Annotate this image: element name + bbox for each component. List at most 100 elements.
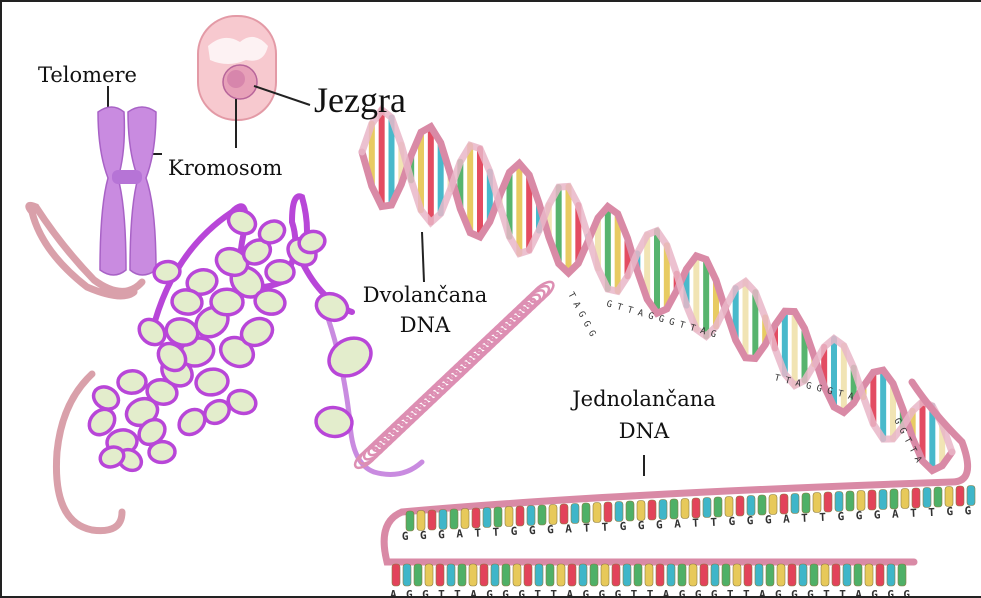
top-base — [450, 509, 458, 529]
bottom-base — [535, 564, 543, 586]
bottom-base — [645, 564, 653, 586]
top-base — [692, 498, 700, 518]
bottom-base — [403, 564, 411, 586]
top-base — [813, 493, 821, 513]
top-base — [758, 495, 766, 515]
top-base — [659, 500, 667, 520]
top-base — [439, 510, 447, 530]
top-base — [934, 487, 942, 507]
nucleosome — [152, 260, 181, 285]
top-base — [549, 505, 557, 525]
bottom-base — [623, 564, 631, 586]
bottom-base — [458, 564, 466, 586]
label-jednolancana-2: DNA — [534, 421, 754, 442]
top-base — [648, 500, 656, 520]
top-base — [890, 489, 898, 509]
bottom-base — [799, 564, 807, 586]
label-jednolancana-1: Jednolančana — [534, 389, 754, 410]
top-base — [505, 507, 513, 527]
label-kromosom: Kromosom — [168, 158, 282, 179]
label-dvolancana-2: DNA — [357, 315, 493, 336]
top-base — [560, 504, 568, 524]
bottom-base — [689, 564, 697, 586]
top-base — [857, 491, 865, 511]
top-base — [516, 506, 524, 526]
bottom-base — [590, 564, 598, 586]
top-base — [527, 506, 535, 526]
top-base — [824, 492, 832, 512]
bottom-base — [557, 564, 565, 586]
nucleosome — [266, 261, 294, 284]
top-base — [406, 511, 414, 531]
label-dvolancana-1: Dvolančana — [357, 285, 493, 306]
bottom-base — [755, 564, 763, 586]
bottom-base — [722, 564, 730, 586]
top-base — [945, 487, 953, 507]
top-base — [747, 496, 755, 516]
bottom-base — [480, 564, 488, 586]
top-base — [923, 488, 931, 508]
bottom-base — [392, 564, 400, 586]
top-base — [846, 491, 854, 511]
bottom-base — [788, 564, 796, 586]
bottom-base — [865, 564, 873, 586]
top-base — [802, 493, 810, 513]
bottom-base — [711, 564, 719, 586]
bottom-base — [876, 564, 884, 586]
bottom-base — [832, 564, 840, 586]
bottom-base — [601, 564, 609, 586]
top-base — [879, 490, 887, 510]
bottom-base — [634, 564, 642, 586]
bottom-base — [546, 564, 554, 586]
bottom-base — [612, 564, 620, 586]
label-telomere: Telomere — [38, 65, 137, 86]
nucleosome — [148, 441, 175, 464]
bottom-base — [436, 564, 444, 586]
bottom-base — [821, 564, 829, 586]
top-base — [428, 510, 436, 530]
bottom-base — [513, 564, 521, 586]
top-base — [791, 494, 799, 514]
bottom-base — [425, 564, 433, 586]
bottom-base — [667, 564, 675, 586]
nucleosome — [117, 370, 146, 394]
nucleosome — [322, 331, 378, 384]
top-base — [912, 488, 920, 508]
bottom-base — [843, 564, 851, 586]
nucleosome — [312, 289, 351, 325]
bottom-base — [854, 564, 862, 586]
top-base — [714, 497, 722, 517]
bottom-base — [491, 564, 499, 586]
bottom-base — [568, 564, 576, 586]
top-base — [604, 502, 612, 522]
bottom-base — [656, 564, 664, 586]
dvolancana-pointer — [422, 232, 424, 282]
top-base — [769, 495, 777, 515]
bottom-base — [414, 564, 422, 586]
top-base — [637, 501, 645, 521]
top-base — [483, 508, 491, 528]
top-base — [901, 489, 909, 509]
bottom-base — [502, 564, 510, 586]
top-base — [967, 486, 975, 506]
top-base — [681, 499, 689, 519]
top-base — [725, 497, 733, 517]
bottom-base — [733, 564, 741, 586]
top-base — [736, 496, 744, 516]
dna-coil — [352, 278, 557, 471]
top-base — [593, 503, 601, 523]
top-base — [571, 504, 579, 524]
bottom-base — [777, 564, 785, 586]
top-base — [461, 509, 469, 529]
bottom-base — [447, 564, 455, 586]
nucleosome — [194, 367, 230, 397]
top-base — [538, 505, 546, 525]
top-base — [472, 508, 480, 528]
bottom-base — [700, 564, 708, 586]
bottom-base — [469, 564, 477, 586]
top-base — [582, 503, 590, 523]
bottom-base — [766, 564, 774, 586]
single-strand-loop — [384, 382, 975, 586]
top-base — [494, 507, 502, 527]
